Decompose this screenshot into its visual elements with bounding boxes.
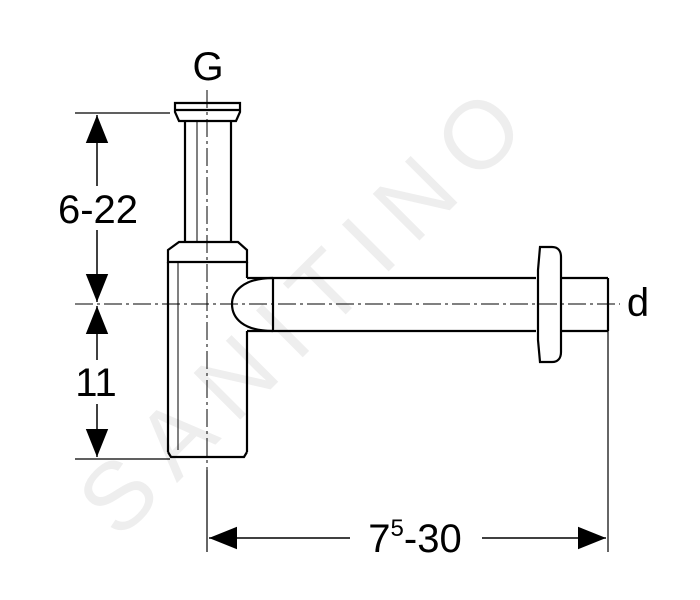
dimension-upper-label: 6-22 [58,188,138,232]
siphon-body [166,101,610,459]
center-lines [75,90,620,470]
dimension-lower-label: 11 [75,361,117,405]
thread-label: G [192,45,223,89]
bottom-cap [167,451,248,459]
dimension-horizontal-superscript: 5 [391,515,404,542]
dimension-horizontal-suffix: -30 [404,517,462,561]
dimension-horizontal-label: 75-30 [368,515,461,561]
top-cap [173,101,242,123]
extension-lines [75,112,609,552]
wall-flange [536,245,563,364]
watermark-text: SANITINO [58,58,556,556]
outlet-diameter-label: d [627,281,649,325]
dimension-lines [85,115,606,550]
dimension-horizontal-base: 7 [368,517,390,561]
